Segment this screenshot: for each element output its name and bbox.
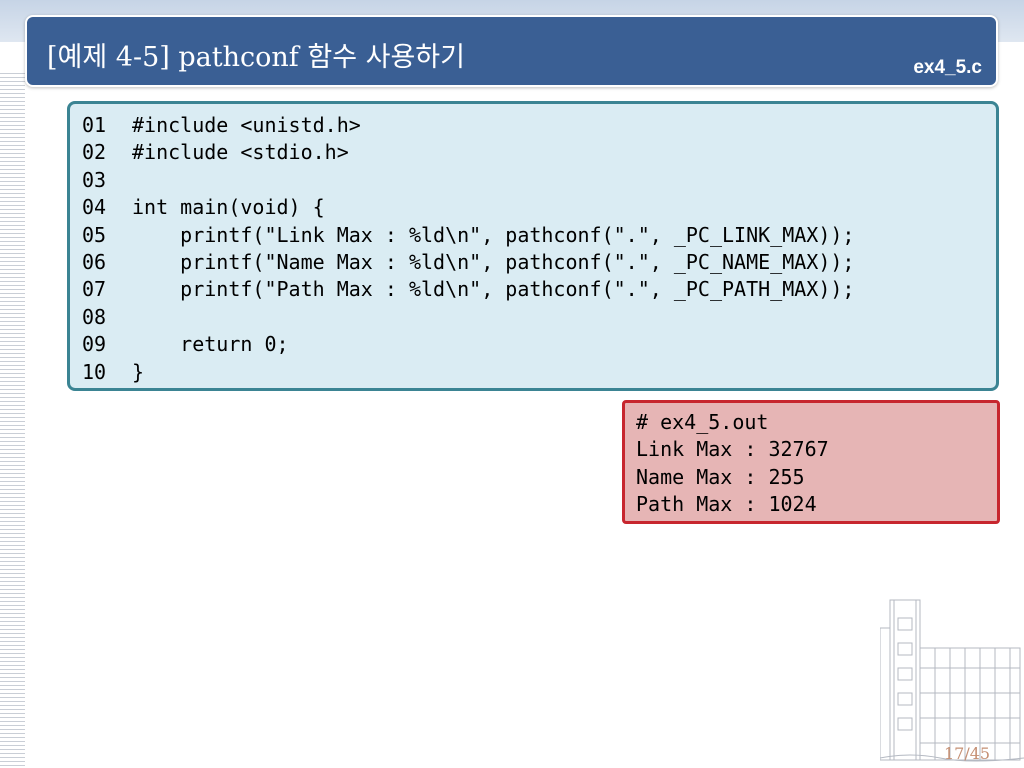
code-text: printf("Link Max : %ld\n", pathconf(".",… [132, 222, 855, 247]
line-number: 10 [82, 359, 107, 384]
code-line: 04 int main(void) { [82, 194, 854, 221]
line-number: 01 [82, 113, 107, 137]
output-line: Path Max : 1024 [636, 492, 817, 517]
line-number: 07 [82, 277, 107, 302]
code-line: 10} [82, 359, 854, 386]
code-line: 05 printf("Link Max : %ld\n", pathconf("… [82, 222, 854, 249]
output-line: # ex4_5.out [636, 410, 769, 434]
code-lines: 01 #include <unistd.h> 02 #include <stdio.… [82, 112, 854, 386]
page-number: 17/45 [944, 744, 991, 763]
code-line: 02 #include <stdio.h> [82, 139, 854, 166]
code-block: 01 #include <unistd.h> 02 #include <stdio.… [67, 101, 999, 391]
code-text: int main(void) { [132, 195, 325, 220]
line-number: 03 [82, 167, 107, 192]
line-number: 02 [82, 140, 107, 165]
slide-title: [예제 4-5] pathconf 함수 사용하기 [47, 42, 465, 73]
code-text: printf("Name Max : %ld\n", pathconf(".",… [132, 249, 855, 274]
building-sketch-icon [880, 599, 1024, 762]
output-line: Name Max : 255 [636, 464, 805, 489]
line-number: 06 [82, 249, 107, 274]
code-line: 03 [82, 167, 854, 194]
line-number: 09 [82, 332, 107, 357]
code-line: 07 printf("Path Max : %ld\n", pathconf("… [82, 276, 854, 303]
title-bar: [예제 4-5] pathconf 함수 사용하기 ex4_5.c [25, 15, 998, 87]
output-line: Link Max : 32767 [636, 437, 829, 462]
code-text: #include <stdio.h> [132, 140, 349, 165]
line-number: 05 [82, 222, 107, 247]
line-number: 04 [82, 195, 107, 220]
output-block: # ex4_5.out Link Max : 32767 Name Max : … [622, 400, 1000, 524]
code-line: 08 [82, 304, 854, 331]
left-stripe-decoration [0, 70, 25, 768]
code-text: printf("Path Max : %ld\n", pathconf(".",… [132, 277, 855, 302]
line-number: 08 [82, 304, 107, 329]
code-text: #include <unistd.h> [132, 113, 361, 137]
output-lines: # ex4_5.out Link Max : 32767 Name Max : … [636, 409, 829, 519]
file-name-label: ex4_5.c [913, 57, 982, 78]
code-line: 06 printf("Name Max : %ld\n", pathconf("… [82, 249, 854, 276]
code-text: } [132, 359, 145, 384]
code-line: 09 return 0; [82, 331, 854, 358]
code-line: 01 #include <unistd.h> [82, 112, 854, 139]
code-text: return 0; [132, 332, 289, 357]
